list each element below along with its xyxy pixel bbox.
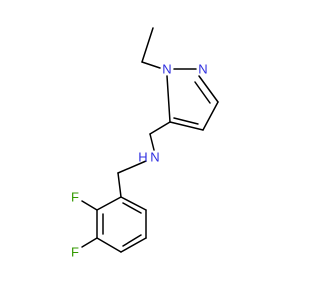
- bond-c3-c4: [202, 101, 219, 131]
- atom-h-amine: H: [138, 150, 147, 165]
- atom-f-meta: F: [71, 245, 79, 260]
- bond-ar-c1-c2: [96, 196, 122, 211]
- bond-ch2-ring: [117, 172, 122, 198]
- molecule-structure: N N N H F F: [71, 27, 219, 260]
- bond-ar-f-ortho: [81, 200, 98, 211]
- bond-c4-c5-inner: [173, 117, 199, 125]
- bond-n2-c3: [198, 75, 219, 103]
- atom-n-amine: N: [150, 150, 159, 165]
- bond-ar-c6-c1: [120, 196, 147, 211]
- bond-ethyl-ch2-n1: [141, 61, 161, 69]
- bond-ar-f-meta: [81, 237, 98, 248]
- bond-ethyl-ch3-ch2: [141, 27, 154, 63]
- bond-ar-inner-2: [122, 234, 142, 247]
- bond-n2-c3-inner: [194, 81, 211, 104]
- bond-c5-ch2: [149, 121, 171, 135]
- bond-nh-ch2: [117, 160, 147, 174]
- atom-n-pyrazole-1: N: [162, 62, 171, 77]
- bond-c5-n1: [166, 75, 171, 123]
- bond-ar-c3-c4: [96, 237, 122, 253]
- atom-n-pyrazole-2: N: [198, 62, 207, 77]
- bond-ch2-nh: [149, 133, 155, 151]
- atom-f-ortho: F: [71, 190, 79, 205]
- bond-c4-c5: [169, 121, 204, 131]
- atom-label-layer: N N N H F F: [71, 62, 208, 260]
- bond-ar-c4-c5: [120, 237, 147, 253]
- bond-layer: [81, 27, 219, 253]
- bond-ar-inner-3: [122, 202, 142, 214]
